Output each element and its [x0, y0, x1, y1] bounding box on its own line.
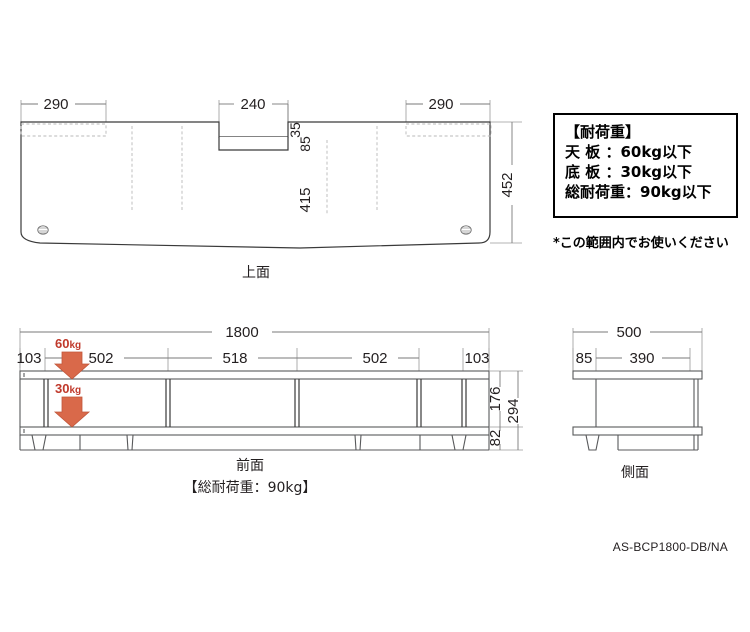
load-arrow-bottom-board	[53, 396, 91, 428]
dim-side-overall-depth: 500	[616, 324, 641, 341]
dim-top-right-width: 290	[428, 96, 453, 113]
hardware-icon-right	[460, 225, 472, 235]
side-top-board	[572, 370, 703, 380]
dim-top-center-depth: 415	[297, 187, 314, 212]
model-number-label: AS-BCP1800-DB/NA	[612, 540, 728, 554]
front-view-dim-heights	[489, 370, 523, 451]
dim-top-left-width: 290	[43, 96, 68, 113]
dim-top-notch-width: 240	[240, 96, 265, 113]
top-view-group: 290 240 290 35 85 415 452	[20, 96, 522, 249]
callout-title: 【耐荷重】	[565, 123, 641, 141]
top-view-hidden-dividers	[131, 126, 378, 214]
callout-line-bottom-board: 底 板 ：30kg以下	[565, 163, 693, 182]
front-bottom-board	[19, 426, 490, 436]
caption-top-view: 上面	[242, 265, 270, 281]
dim-front-total-height: 294	[505, 398, 522, 423]
load-arrow-top-board	[53, 351, 91, 380]
front-view-group: 1800 103 502 518 502 103 176 82 294 60kg…	[16, 324, 523, 451]
callout-line-top-board: 天 板 ：60kg以下	[565, 143, 693, 162]
dim-front-bay-1: 502	[88, 350, 113, 367]
caption-front-view: 前面	[236, 458, 264, 474]
callout-line-total: 総耐荷重：90kg以下	[565, 183, 712, 202]
dim-front-leg-height: 82	[487, 430, 504, 447]
caption-front-view-total-load: 【総耐荷重：90kg】	[183, 480, 317, 496]
front-top-board	[19, 370, 490, 380]
callout-usage-note: *この範囲内でお使いください	[553, 236, 729, 251]
dim-top-notch-depth: 85	[297, 136, 313, 152]
load-label-bottom-board: 30kg	[55, 381, 81, 396]
dim-top-notch-lip: 35	[287, 122, 303, 138]
dim-front-bay-3: 502	[362, 350, 387, 367]
dim-side-front-offset: 85	[576, 350, 593, 367]
dim-side-inner-depth: 390	[629, 350, 654, 367]
dim-front-shelf-height: 176	[487, 386, 504, 411]
dim-front-bay-2: 518	[222, 350, 247, 367]
front-view-dim-bays	[19, 348, 490, 372]
hardware-icon-left	[37, 225, 49, 235]
dim-front-right-end: 103	[464, 350, 489, 367]
front-view-legs	[19, 434, 490, 451]
load-capacity-callout: 【耐荷重】 天 板 ：60kg以下 底 板 ：30kg以下 総耐荷重：90kg以…	[553, 113, 738, 218]
side-view-group: 500 85 390	[572, 324, 703, 451]
dim-front-left-end: 103	[16, 350, 41, 367]
dim-top-overall-depth: 452	[499, 172, 516, 197]
side-view-dim-inner	[572, 348, 691, 372]
side-view-legs	[585, 434, 699, 451]
front-view-dividers	[43, 379, 467, 427]
load-label-top-board: 60kg	[55, 336, 81, 351]
side-bottom-board	[572, 426, 703, 436]
top-view-dim-overall-452	[490, 121, 522, 244]
dim-front-overall-width: 1800	[225, 324, 258, 341]
caption-side-view: 側面	[621, 465, 649, 481]
